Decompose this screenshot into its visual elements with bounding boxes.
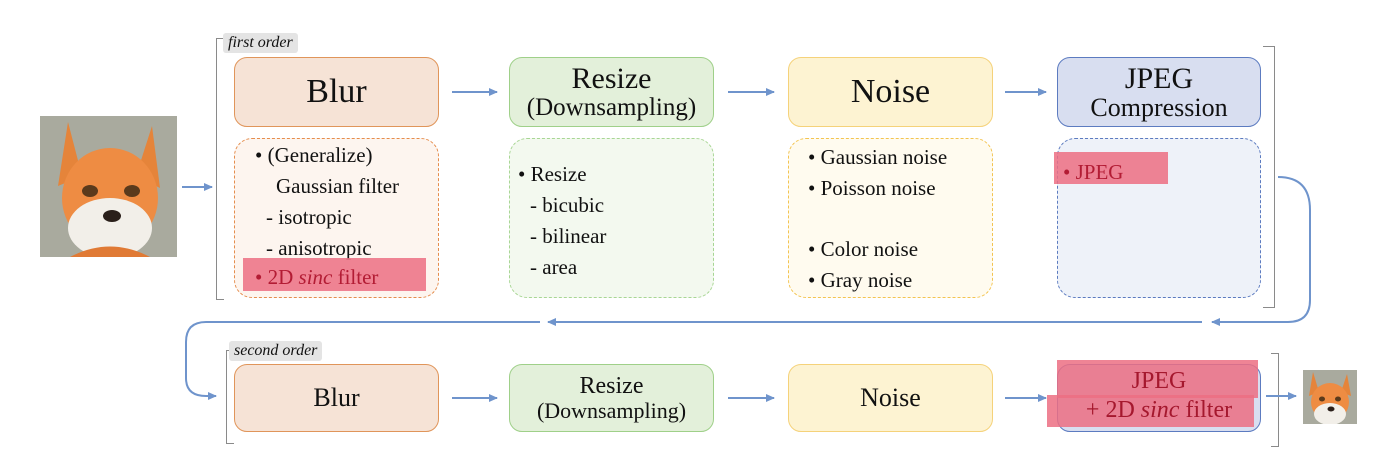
second-order-label: second order [229, 341, 323, 361]
resize-item: - bicubic [530, 193, 605, 217]
first-blur-box: Blur [234, 57, 439, 127]
second-resize-box: Resize (Downsampling) [509, 364, 714, 432]
first-blur-title: Blur [306, 73, 367, 111]
first-resize-box: Resize (Downsampling) [509, 57, 714, 127]
blur-item: - anisotropic [266, 236, 372, 260]
resize-options-box [509, 138, 714, 298]
first-resize-title-2: (Downsampling) [526, 93, 697, 121]
noise-item: • Poisson noise [808, 176, 936, 200]
second-noise-box: Noise [788, 364, 993, 432]
second-jpeg-highlight-bottom [1047, 395, 1254, 427]
second-jpeg-highlight-top [1057, 360, 1258, 398]
arrow-loop-left [185, 321, 540, 400]
second-resize-title-2: (Downsampling) [536, 398, 687, 424]
sinc-filter-item: • 2D sinc filter [255, 265, 379, 289]
second-blur-title: Blur [313, 383, 360, 413]
blur-item: • (Generalize) [255, 143, 373, 167]
blur-item: Gaussian filter [276, 174, 400, 198]
first-order-bracket-left [216, 38, 224, 300]
first-resize-title-1: Resize [571, 62, 652, 96]
output-image [1303, 370, 1357, 424]
first-noise-title: Noise [850, 73, 931, 111]
noise-item: • Gray noise [808, 268, 913, 292]
second-jpeg-title-1: JPEG [1131, 368, 1187, 394]
first-noise-box: Noise [788, 57, 993, 127]
resize-item: • Resize [518, 162, 587, 186]
sinc-filter-highlight [243, 258, 426, 291]
first-order-bracket-right [1263, 46, 1275, 308]
first-jpeg-title-2: Compression [1090, 93, 1228, 123]
blur-item: - isotropic [266, 205, 352, 229]
first-jpeg-title-1: JPEG [1124, 61, 1194, 95]
second-jpeg-title-2: + 2D sinc filter [1085, 397, 1233, 423]
noise-item: • Gaussian noise [808, 145, 948, 169]
second-blur-box: Blur [234, 364, 439, 432]
input-image [40, 116, 177, 257]
jpeg-item: • JPEG [1063, 160, 1124, 184]
resize-item: - bilinear [530, 224, 607, 248]
second-order-bracket-right [1271, 353, 1279, 447]
resize-item: - area [530, 255, 578, 279]
second-resize-title-1: Resize [579, 372, 644, 399]
first-order-label: first order [223, 33, 298, 53]
noise-item: • Color noise [808, 237, 919, 261]
second-noise-title: Noise [860, 383, 921, 413]
jpeg-highlight [1054, 152, 1168, 184]
first-jpeg-box: JPEG Compression [1057, 57, 1261, 127]
noise-options-box [788, 138, 993, 298]
arrow-loop-right [1211, 176, 1311, 326]
